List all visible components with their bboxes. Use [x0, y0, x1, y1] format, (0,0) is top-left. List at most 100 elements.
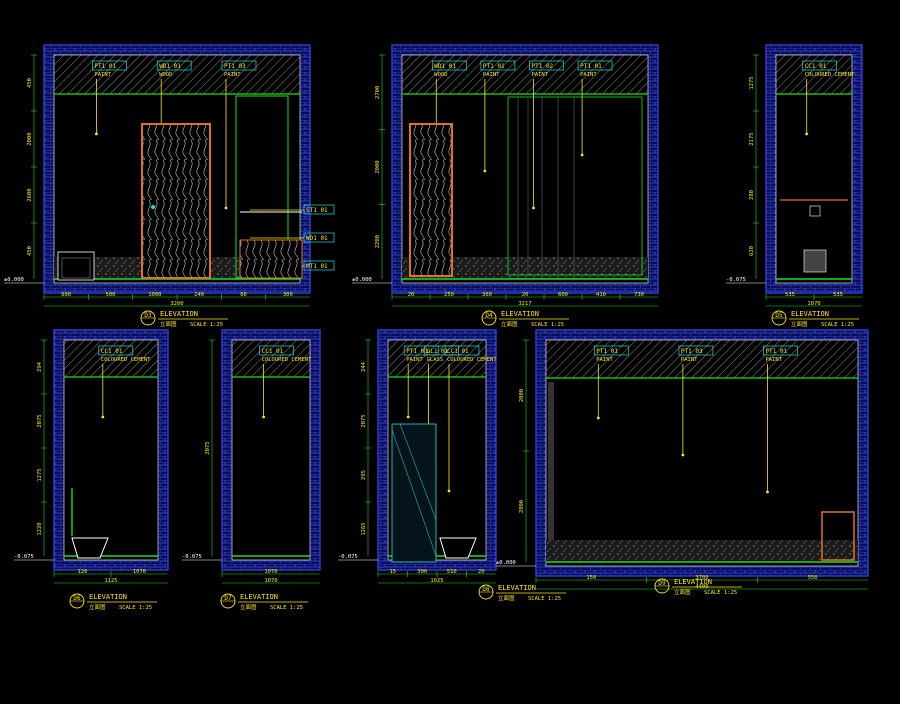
leader-dot — [580, 153, 584, 157]
dim-text-vertical: 2600 — [27, 188, 33, 201]
material-tag-code: PT1 01 — [94, 63, 116, 70]
material-tag-code: PT1 01 — [580, 63, 602, 70]
material-tag-box — [221, 60, 257, 71]
material-tag-code: PT1 03 — [224, 63, 246, 70]
caption-title: ELEVATION — [160, 310, 198, 318]
dim-text-vertical: 295 — [361, 470, 367, 480]
caption-id: D9 — [658, 580, 666, 587]
material-tag-text: PAINT — [532, 72, 549, 78]
side-tag-code: ST1 01 — [306, 207, 328, 214]
dim-text-vertical: 620 — [749, 246, 755, 256]
dim-text-horizontal: 150 — [586, 575, 596, 581]
material-tag-code: WD1 01 — [159, 63, 181, 70]
dim-text-vertical: 280 — [749, 190, 755, 200]
material-tag-text: PAINT — [681, 357, 698, 363]
material-tag-code: PT1 01 — [406, 348, 428, 355]
ceiling-hatch — [402, 55, 648, 94]
material-tag-text: PAINT — [580, 72, 597, 78]
glass-reflection — [399, 423, 437, 521]
vanity-cabinet — [239, 239, 303, 279]
material-tag-text: COLOURED CEMENT — [805, 72, 855, 78]
dim-text-horizontal: 15 — [389, 569, 396, 575]
dim-text-vertical: 2000 — [519, 389, 525, 402]
material-tag-box — [431, 60, 467, 71]
dim-text-vertical: 2000 — [375, 160, 381, 173]
level-marker: -0.075 — [182, 554, 202, 560]
side-tag-code: MT1 01 — [306, 263, 328, 270]
dim-text-horizontal: 600 — [61, 292, 71, 298]
caption-id: D3 — [144, 312, 152, 319]
caption-id: D7 — [224, 595, 232, 602]
material-tag-box — [678, 345, 714, 356]
dim-text-horizontal: 500 — [106, 292, 116, 298]
caption-scale: SCALE 1:25 — [528, 596, 561, 602]
level-marker: ±0.000 — [352, 277, 372, 283]
caption-subtitle: 立面图 — [160, 320, 177, 328]
door-panel — [409, 123, 453, 277]
dim-text-vertical: 2000 — [27, 132, 33, 145]
dim-text-vertical: 2800 — [519, 500, 525, 513]
material-tag-code: PT1 01 — [596, 348, 618, 355]
caption-scale: SCALE 1:25 — [821, 322, 854, 328]
dim-text-vertical: 294 — [37, 361, 43, 372]
material-tag-box — [156, 60, 192, 71]
leader-dot — [596, 416, 600, 420]
dim-text-vertical: 2200 — [375, 235, 381, 248]
dim-text-horizontal: 20 — [478, 569, 485, 575]
material-tag-box — [529, 60, 564, 71]
floor-gravel — [402, 257, 648, 279]
dim-text-vertical: 1275 — [37, 468, 43, 481]
side-tag-box — [303, 260, 335, 271]
dim-total: 1070 — [264, 578, 277, 584]
dim-total: 3200 — [170, 301, 183, 307]
ceiling-hatch — [776, 55, 852, 94]
side-table — [821, 511, 855, 561]
leader-dot — [766, 490, 769, 494]
dim-text-horizontal: 600 — [558, 292, 568, 298]
caption-scale: SCALE 1:25 — [704, 590, 737, 596]
cabinet-drawer — [61, 257, 91, 279]
dim-text-vertical: 2075 — [205, 441, 211, 454]
caption-title: ELEVATION — [89, 593, 127, 601]
material-tag-box — [259, 345, 294, 356]
door-panel — [141, 123, 211, 279]
dim-text-vertical: 450 — [27, 78, 33, 88]
material-tag-text: COLOURED CEMENT — [101, 357, 151, 363]
level-marker: -0.075 — [338, 554, 358, 560]
caption-subtitle: 立面图 — [498, 594, 515, 602]
material-tag-text: COLOURED CEMENT — [262, 357, 312, 363]
material-tag-box — [593, 345, 629, 356]
caption-subtitle: 立面图 — [501, 320, 518, 328]
dim-text-horizontal: 60 — [240, 292, 247, 298]
ceiling-hatch — [54, 55, 300, 94]
dim-text-horizontal: 1070 — [133, 569, 146, 575]
caption-title: ELEVATION — [791, 310, 829, 318]
material-tag-code: PT1 03 — [681, 348, 703, 355]
caption-title: ELEVATION — [501, 310, 539, 318]
leader-dot — [406, 415, 410, 419]
heater-unit — [803, 249, 827, 273]
dim-text-horizontal: 550 — [808, 575, 818, 581]
level-marker: ±0.000 — [4, 277, 24, 283]
dim-text-horizontal: 120 — [78, 569, 88, 575]
material-tag-box — [424, 345, 459, 356]
material-tag-box — [763, 345, 798, 356]
dim-text-vertical: 244 — [361, 361, 367, 372]
dim-text-vertical: 1265 — [361, 522, 367, 535]
floor-gravel — [546, 540, 858, 562]
material-tag-text: PAINT — [766, 357, 783, 363]
material-tag-text: PAINT — [406, 357, 423, 363]
material-tag-box — [480, 60, 516, 71]
leader-dot — [224, 206, 228, 210]
material-tag-text: PAINT — [224, 72, 241, 78]
caption-scale: SCALE 1:25 — [270, 605, 303, 611]
side-tag-code: WD1 01 — [306, 235, 328, 242]
dim-text-horizontal: 20 — [408, 292, 415, 298]
